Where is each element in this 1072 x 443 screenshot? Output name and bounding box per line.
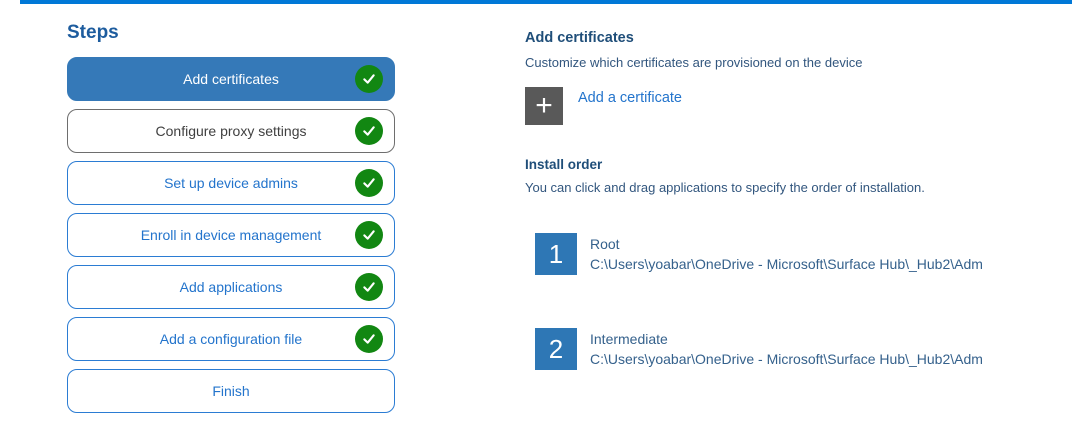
step-label: Add a configuration file <box>159 331 303 347</box>
check-icon <box>355 169 383 197</box>
plus-icon: + <box>525 87 563 125</box>
step-label: Add certificates <box>183 71 279 87</box>
certificate-name: Intermediate <box>590 331 668 347</box>
step-label: Finish <box>212 383 250 399</box>
steps-sidebar: Steps Add certificates Configure proxy s… <box>67 22 395 421</box>
certificate-path: C:\Users\yoabar\OneDrive - Microsoft\Sur… <box>590 256 983 272</box>
check-icon <box>355 65 383 93</box>
step-button-finish[interactable]: Finish <box>67 369 395 413</box>
steps-panel-title: Steps <box>67 22 119 43</box>
step-label: Configure proxy settings <box>155 123 307 139</box>
step-label: Add applications <box>179 279 283 295</box>
step-button-add-certificates[interactable]: Add certificates <box>67 57 395 101</box>
step-button-configure-proxy-settings[interactable]: Configure proxy settings <box>67 109 395 153</box>
order-number-badge: 1 <box>535 233 577 275</box>
install-order-title: Install order <box>525 157 603 172</box>
item-text: Root C:\Users\yoabar\OneDrive - Microsof… <box>590 233 983 274</box>
step-label: Set up device admins <box>164 175 298 191</box>
step-label: Enroll in device management <box>140 227 322 243</box>
item-text: Intermediate C:\Users\yoabar\OneDrive - … <box>590 328 983 369</box>
certificate-name: Root <box>590 236 620 252</box>
step-button-set-up-device-admins[interactable]: Set up device admins <box>67 161 395 205</box>
certificate-path: C:\Users\yoabar\OneDrive - Microsoft\Sur… <box>590 351 983 367</box>
page-title: Add certificates <box>525 30 634 46</box>
install-order-item-root[interactable]: 1 Root C:\Users\yoabar\OneDrive - Micros… <box>535 233 983 275</box>
order-number-badge: 2 <box>535 328 577 370</box>
check-icon <box>355 273 383 301</box>
step-button-enroll-in-device-management[interactable]: Enroll in device management <box>67 213 395 257</box>
page-subtitle: Customize which certificates are provisi… <box>525 55 863 70</box>
accent-top-divider <box>20 0 1072 4</box>
add-certificate-button[interactable]: + Add a certificate <box>525 87 682 125</box>
check-icon <box>355 221 383 249</box>
check-icon <box>355 325 383 353</box>
step-button-add-a-configuration-file[interactable]: Add a configuration file <box>67 317 395 361</box>
install-order-item-intermediate[interactable]: 2 Intermediate C:\Users\yoabar\OneDrive … <box>535 328 983 370</box>
add-certificate-label: Add a certificate <box>578 90 682 106</box>
install-order-description: You can click and drag applications to s… <box>525 180 925 195</box>
step-button-add-applications[interactable]: Add applications <box>67 265 395 309</box>
content-panel: Add certificates Customize which certifi… <box>525 30 1070 430</box>
check-icon <box>355 117 383 145</box>
